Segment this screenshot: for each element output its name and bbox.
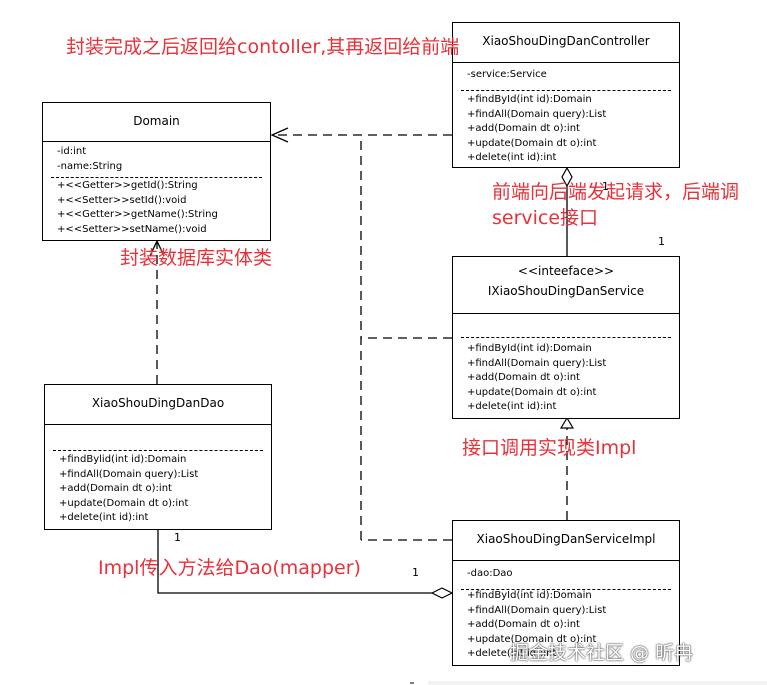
service-interface: <<inteeface>> IXiaoShouDingDanService +f… [452,256,680,419]
multiplicity-controller-bottom: 1 [602,180,609,193]
controller-class: XiaoShouDingDanController -service:Servi… [452,22,680,168]
domain-method: +<<Getter>>getId():String [57,180,198,191]
note-impl-dao: Impl传入方法给Dao(mapper) [98,557,361,579]
controller-class-name: XiaoShouDingDanController [482,34,650,48]
aggregation-dao-impl [157,530,432,594]
impl-method: +delete(int id):int [467,648,557,660]
arrowhead-domain-bottom [149,239,165,257]
domain-method: +<<Getter>>getName():String [57,209,218,221]
domain-attribute: -name:String [57,160,123,172]
note-domain-entity: 封装数据库实体类 [120,247,273,269]
note-interface-impl: 接口调用实现类Impl [462,437,637,459]
impl-class: XiaoShouDingDanServiceImpl -dao:Dao +fin… [452,520,680,666]
multiplicity-dao-bottom: 1 [174,531,181,544]
controller-method: +update(Domain dt o):int [467,137,597,149]
controller-method: +delete(int id):int [467,152,557,164]
dao-method: +delete(int id):int [59,512,149,524]
impl-attribute: -dao:Dao [467,568,513,579]
impl-method: +update(Domain dt o):int [467,633,597,645]
realization-triangle [559,416,575,429]
note-return-to-frontend: 封装完成之后返回给contoller,其再返回给前端 [66,36,460,58]
arrowhead-domain-right [270,127,289,143]
dao-class: XiaoShouDingDanDao +findBylid(int id):Do… [44,384,272,530]
aggregation-diamond-impl [430,587,454,599]
dao-class-name: XiaoShouDingDanDao [91,396,225,410]
dao-method: +findBylid(int id):Domain [59,454,187,465]
note-frontend-request-line1: 前端向后端发起请求，后端调 [492,181,740,203]
controller-method: +findAll(Domain query):List [467,108,607,120]
dao-method: +update(Domain dt o):int [59,497,189,509]
impl-method: +add(Domain dt o):int [467,619,580,631]
controller-method: +findById(int id):Domain [467,94,592,105]
service-stereotype: <<inteeface>> [517,264,615,278]
aggregation-diamond-controller [561,166,573,188]
dao-method: +findAll(Domain query):List [59,468,199,480]
service-method: +findAll(Domain query):List [467,357,607,369]
dao-method: +add(Domain dt o):int [59,483,172,495]
impl-method: +findAll(Domain query):List [467,604,607,616]
watermark: 掘金技术社区 @ 昕冉 [510,642,694,664]
impl-method: +findById(int id):Domain [467,590,592,601]
service-interface-name: IXiaoShouDingDanService [487,284,645,298]
domain-attribute: -id:int [57,146,87,157]
service-method: +findById(int id):Domain [467,343,592,354]
multiplicity-impl-left: 1 [412,566,419,579]
multiplicity-service-top: 1 [658,235,665,248]
service-method: +add(Domain dt o):int [467,372,580,384]
service-method: +delete(int id):int [467,401,557,413]
domain-method: +<<Setter>>setId():void [57,194,187,206]
domain-method: +<<Setter>>setName():void [57,223,207,235]
impl-class-name: XiaoShouDingDanServiceImpl [476,532,656,546]
note-frontend-request-line2: service接口 [492,207,599,229]
controller-attribute: -service:Service [467,69,547,80]
service-method: +update(Domain dt o):int [467,386,597,398]
domain-class: Domain -id:int -name:String +<<Getter>>g… [42,102,271,241]
controller-method: +add(Domain dt o):int [467,123,580,135]
domain-class-name: Domain [133,114,180,128]
